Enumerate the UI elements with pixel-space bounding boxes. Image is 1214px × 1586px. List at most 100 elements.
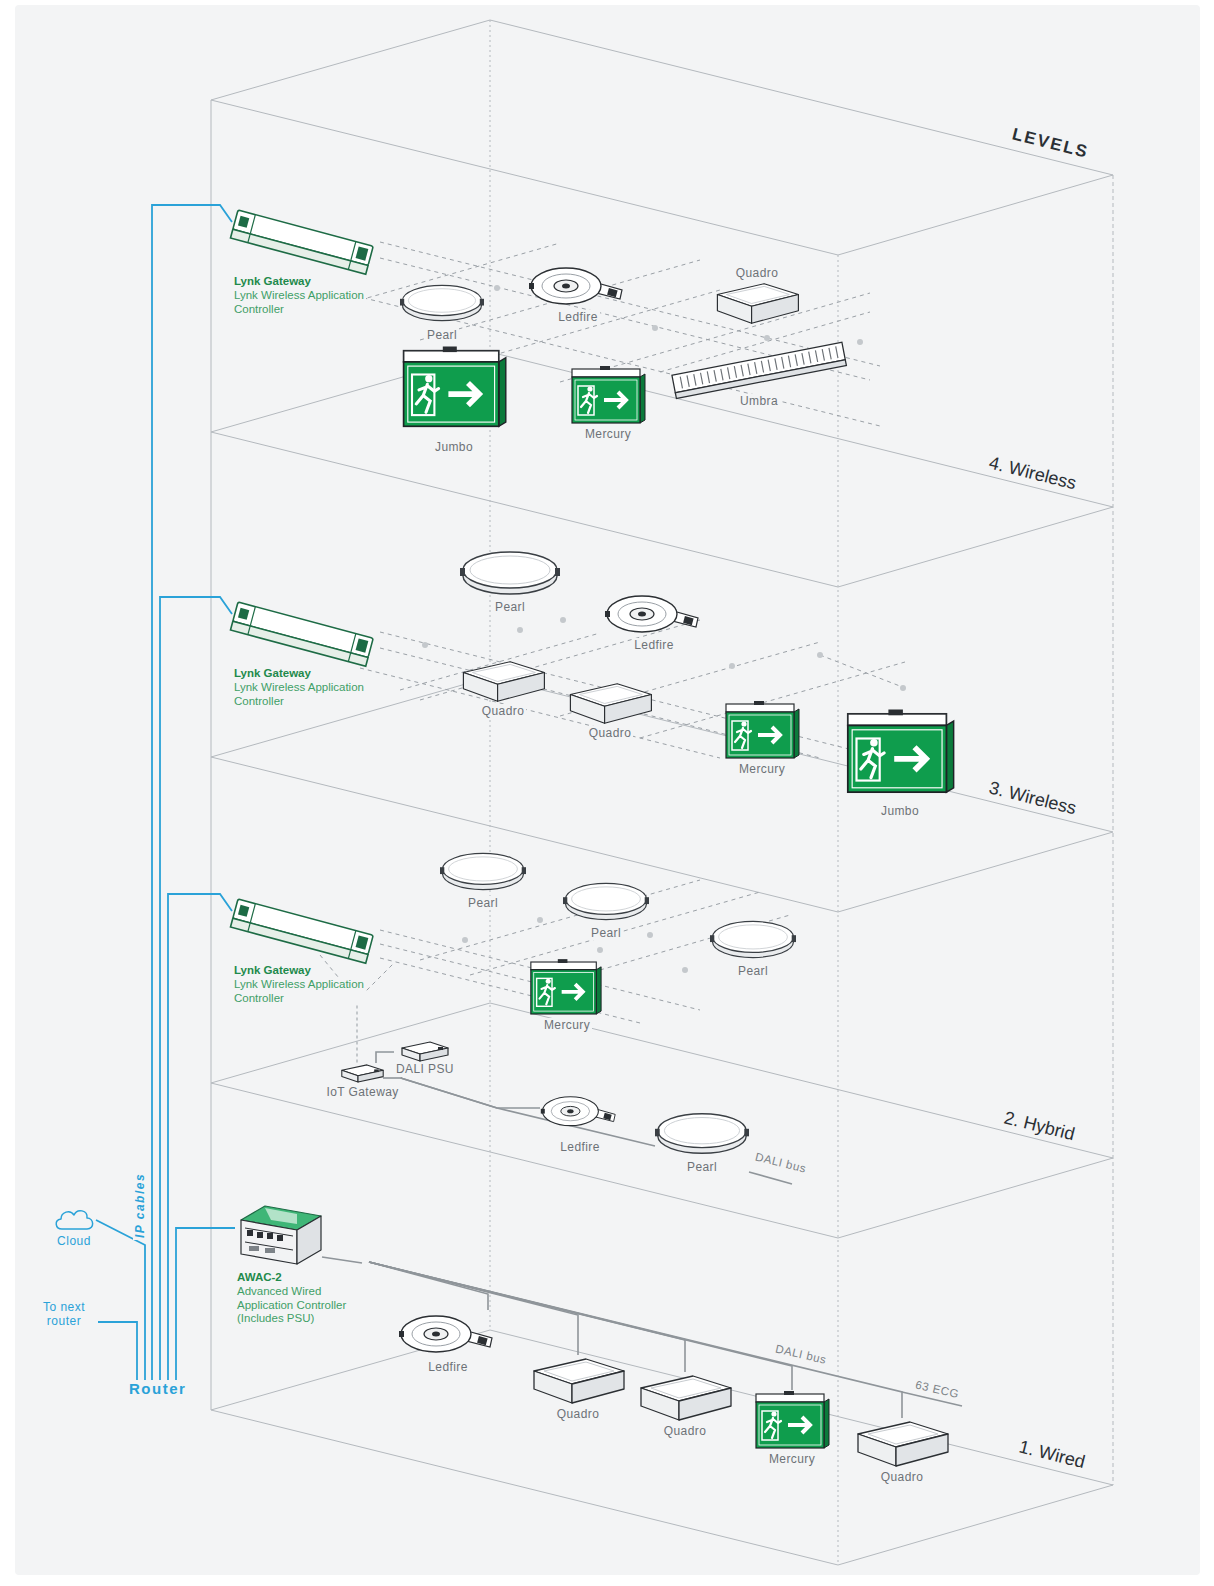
mesh-node-dot <box>729 663 735 669</box>
controller-icon <box>241 1206 321 1264</box>
device-label: Router <box>127 1380 188 1398</box>
ledfire-icon <box>529 268 622 304</box>
mesh-node-dot <box>560 617 566 623</box>
pearl-icon <box>710 921 796 957</box>
pearl-icon <box>440 853 526 889</box>
device-label: Lynk Gateway <box>232 275 313 289</box>
device-label: Quadro <box>879 1470 925 1484</box>
device-description: Lynk Wireless Application Controller <box>232 681 366 709</box>
dali-bus-wire <box>401 1078 540 1108</box>
luminaire-node: Pearl <box>400 282 484 342</box>
dali-bus-wire <box>369 1262 685 1372</box>
gateway-icon <box>230 210 373 274</box>
device-label: Pearl <box>589 926 623 940</box>
device-label: Umbra <box>738 394 780 408</box>
floor-outline <box>211 677 1113 912</box>
dali-bus-wire <box>376 1052 394 1063</box>
cloud-node: Cloud <box>52 1204 96 1248</box>
exit-sign-node: Jumbo <box>842 708 958 818</box>
quadro-icon <box>717 284 798 324</box>
device-label: DALI PSU <box>394 1062 456 1076</box>
wireless-mesh <box>340 242 880 426</box>
ip-cable <box>160 597 232 1380</box>
device-label: Pearl <box>493 600 527 614</box>
umbra-icon <box>672 342 846 398</box>
dali-bus-line <box>749 1172 792 1184</box>
device-label: Quadro <box>587 726 633 740</box>
ip-cable <box>152 205 232 1380</box>
ip-cable <box>168 894 232 1380</box>
dali-bus-line <box>322 1078 962 1406</box>
luminaire-node: Quadro <box>565 680 655 740</box>
mesh-node-dot <box>422 642 428 648</box>
ip-cable <box>176 1228 235 1380</box>
device-label: Jumbo <box>433 440 475 454</box>
device-label: Cloud <box>55 1234 93 1248</box>
floor-outline <box>1113 175 1114 1485</box>
psu-node: DALI PSU <box>394 1040 456 1076</box>
device-label: Mercury <box>737 762 787 776</box>
exit-sign-icon <box>572 366 645 423</box>
gateway-node: IoT Gateway <box>325 1063 401 1099</box>
ledfire-icon <box>605 596 698 632</box>
device-label: Mercury <box>542 1018 592 1032</box>
luminaire-node: Quadro <box>712 266 802 326</box>
luminaire-node: Ledfire <box>528 262 628 324</box>
exit-sign-node: Jumbo <box>398 345 510 454</box>
exit-sign-node: Mercury <box>722 700 802 776</box>
device-label: Quadro <box>555 1407 601 1421</box>
panel-ground <box>15 5 1200 1575</box>
device-label: Mercury <box>583 427 633 441</box>
mesh-node-dot <box>647 932 653 938</box>
device-label: Quadro <box>662 1424 708 1438</box>
exit-sign-node: Mercury <box>527 958 607 1032</box>
luminaire-node: Quadro <box>635 1372 735 1438</box>
luminaire-node: Pearl <box>655 1110 749 1174</box>
wireless-mesh <box>320 880 790 1023</box>
floor-outline <box>211 352 1113 587</box>
device-label: Pearl <box>736 964 770 978</box>
device-label: Lynk Gateway <box>232 964 313 978</box>
device-label: Pearl <box>425 328 459 342</box>
mesh-node-dot <box>354 285 906 1003</box>
luminaire-node: Quadro <box>852 1418 952 1484</box>
exit-sign-node: Mercury <box>752 1390 832 1466</box>
device-label: IoT Gateway <box>325 1085 401 1099</box>
luminaire-node: Ledfire <box>604 590 704 652</box>
floor-outline <box>211 20 1113 1565</box>
mesh-node-dot <box>900 685 906 691</box>
ledfire-icon <box>399 1316 492 1352</box>
cable-label: IP cables <box>133 1171 147 1240</box>
device-label: AWAC-2 <box>235 1271 284 1285</box>
device-label: Quadro <box>480 704 526 718</box>
pearl-icon <box>655 1114 749 1153</box>
luminaire-node: Pearl <box>460 548 560 614</box>
luminaire-node: Quadro <box>528 1355 628 1421</box>
controller-node: AWAC-2Advanced Wired Application Control… <box>235 1198 369 1326</box>
luminaire-node: Ledfire <box>540 1092 620 1154</box>
uplink-node: To next router <box>30 1300 98 1329</box>
luminaire-node: Pearl <box>440 850 526 910</box>
mesh-node-dot <box>597 947 603 953</box>
mesh-node-dot <box>764 335 770 341</box>
router-node: Router <box>127 1380 188 1398</box>
floor-outline <box>211 20 1113 255</box>
device-label: Ledfire <box>632 638 676 652</box>
quadro-icon <box>570 684 651 724</box>
gateway-icon <box>230 602 373 666</box>
gateway-node: Lynk GatewayLynk Wireless Application Co… <box>232 208 382 316</box>
device-label: Jumbo <box>879 804 921 818</box>
exit-sign-icon <box>756 1391 829 1448</box>
iot-gateway-icon <box>342 1065 383 1082</box>
luminaire-node: Umbra <box>668 332 850 408</box>
dali-bus-line <box>322 1257 362 1263</box>
dali-bus-line <box>383 1077 402 1079</box>
mesh-node-dot <box>817 652 823 658</box>
quadro-icon <box>641 1376 731 1420</box>
luminaire-node: Pearl <box>710 918 796 978</box>
pearl-icon <box>400 285 484 320</box>
floor-outline <box>211 1003 1113 1238</box>
exit-sign-icon <box>726 701 799 758</box>
device-label: Ledfire <box>556 310 600 324</box>
